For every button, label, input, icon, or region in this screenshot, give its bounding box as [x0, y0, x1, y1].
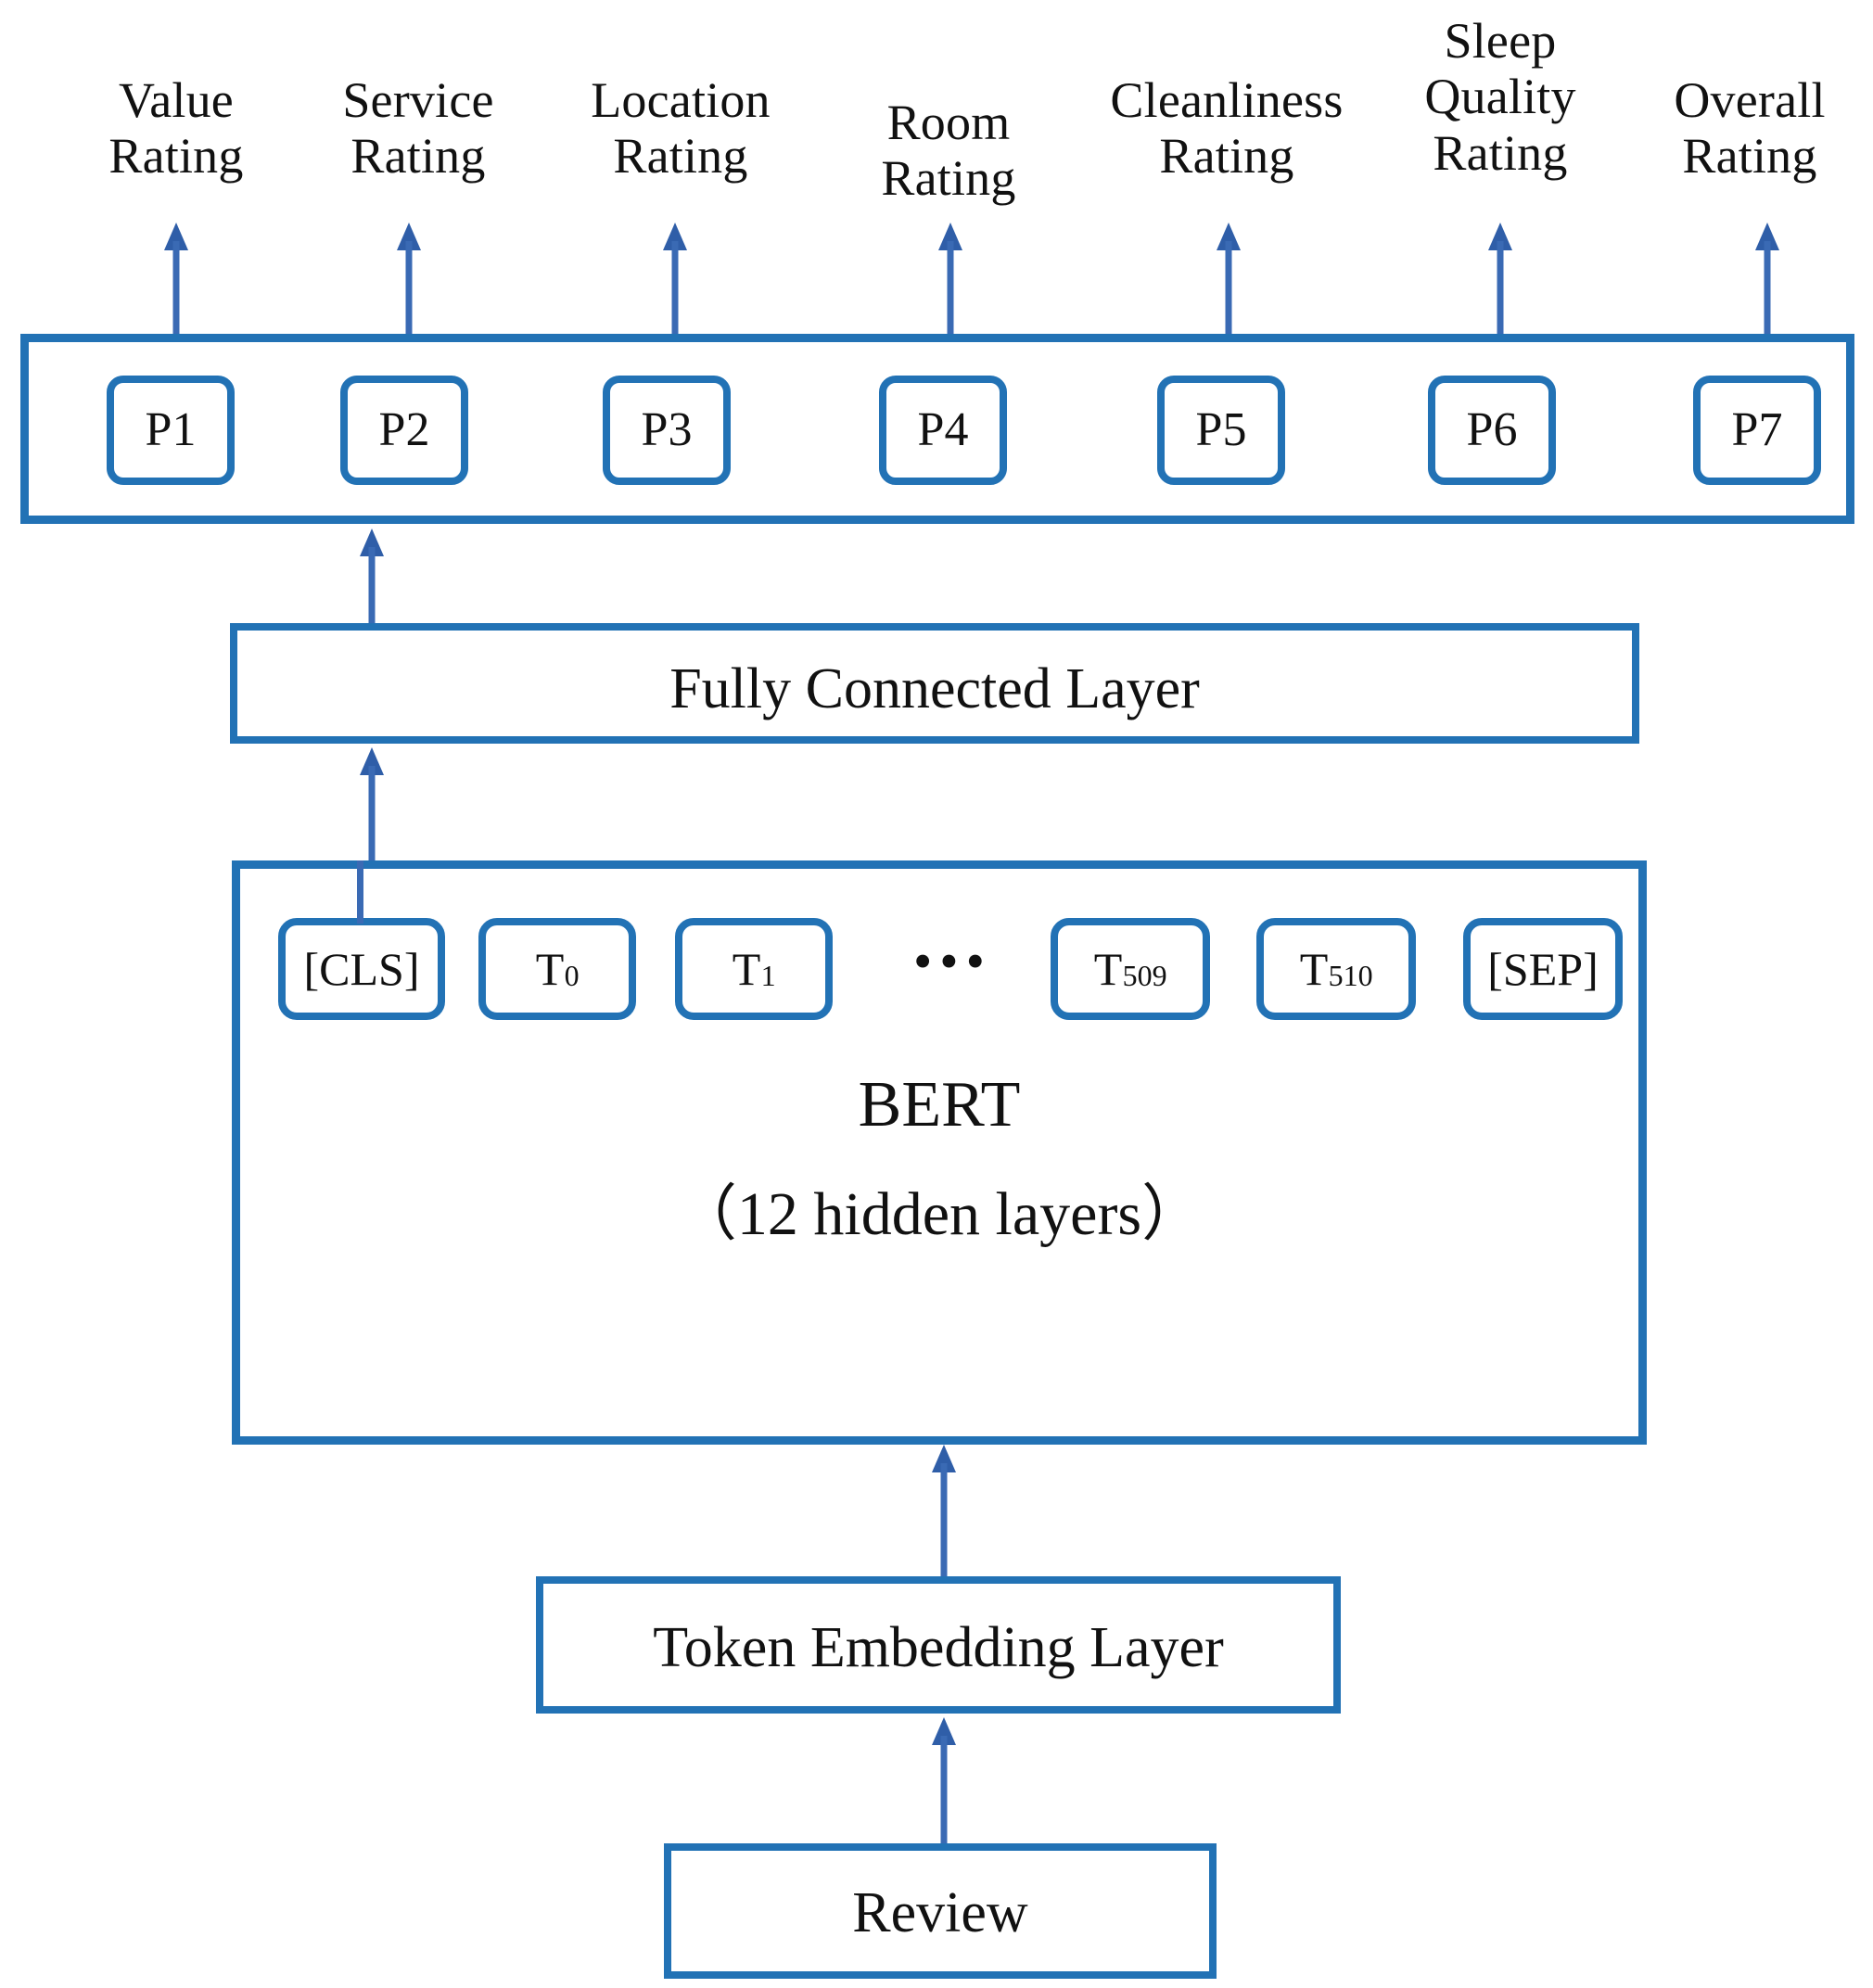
cls-connector-line [357, 860, 363, 924]
prediction-chip-p4-label: P4 [917, 403, 969, 456]
prediction-chip-p4[interactable]: P4 [879, 376, 1007, 485]
token-chip-sep-label: [SEP] [1487, 943, 1599, 995]
prediction-chip-p6[interactable]: P6 [1428, 376, 1556, 485]
token-chip-cls[interactable]: [CLS] [278, 918, 445, 1020]
output-label-location: Location Rating [591, 72, 771, 185]
prediction-chip-p7-label: P7 [1731, 403, 1783, 456]
arrow-p3-to-location [663, 223, 687, 343]
arrow-review-to-embedding [932, 1717, 956, 1854]
output-label-room: Room Rating [881, 95, 1016, 207]
prediction-chip-p1-label: P1 [145, 403, 197, 456]
token-chip-t1-sub: 1 [760, 959, 776, 993]
arrow-p6-to-sleep-quality [1488, 223, 1512, 343]
prediction-chip-p5-label: P5 [1195, 403, 1247, 456]
prediction-chip-p3-label: P3 [641, 403, 693, 456]
bert-subtitle: （12 hidden layers） [675, 1180, 1204, 1248]
token-chip-t510-base: T [1299, 943, 1329, 995]
token-chip-t1-base: T [732, 943, 761, 995]
arrow-p5-to-cleanliness [1217, 223, 1241, 343]
token-ellipsis: ••• [913, 931, 992, 991]
prediction-chip-p2-label: P2 [378, 403, 430, 456]
token-chip-t509-sub: 509 [1122, 959, 1167, 993]
prediction-chip-p6-label: P6 [1466, 403, 1518, 456]
prediction-chip-p1[interactable]: P1 [107, 376, 235, 485]
output-label-service: Service Rating [342, 72, 494, 185]
fully-connected-layer-label: Fully Connected Layer [669, 657, 1200, 720]
token-embedding-layer-box: Token Embedding Layer [536, 1576, 1341, 1714]
bert-title: BERT [858, 1069, 1021, 1141]
token-chip-sep[interactable]: [SEP] [1463, 918, 1623, 1020]
arrow-p2-to-service [397, 223, 421, 343]
review-input-box: Review [664, 1843, 1217, 1979]
output-label-overall: Overall Rating [1674, 72, 1826, 185]
fully-connected-layer-box: Fully Connected Layer [230, 623, 1639, 744]
arrow-fc-to-prediction [360, 529, 384, 631]
token-chip-t510-sub: 510 [1328, 959, 1373, 993]
token-chip-t509-base: T [1093, 943, 1123, 995]
token-chip-cls-label: [CLS] [303, 943, 420, 995]
token-embedding-layer-label: Token Embedding Layer [653, 1616, 1224, 1679]
arrow-p7-to-overall [1755, 223, 1779, 343]
output-label-sleep-quality: Sleep Quality Rating [1424, 13, 1576, 181]
prediction-chip-p3[interactable]: P3 [603, 376, 731, 485]
arrow-embedding-to-bert [932, 1445, 956, 1576]
review-input-label: Review [852, 1881, 1028, 1944]
prediction-chip-p2[interactable]: P2 [340, 376, 468, 485]
arrow-p4-to-room [938, 223, 962, 343]
output-label-value: Value Rating [108, 72, 244, 185]
prediction-chip-p7[interactable]: P7 [1693, 376, 1821, 485]
prediction-chip-p5[interactable]: P5 [1157, 376, 1285, 485]
token-chip-t0-base: T [535, 943, 565, 995]
token-chip-t0-sub: 0 [564, 959, 580, 993]
arrow-bert-to-fc [360, 747, 384, 860]
output-label-cleanliness: Cleanliness Rating [1110, 72, 1344, 185]
arrow-p1-to-value [164, 223, 188, 343]
